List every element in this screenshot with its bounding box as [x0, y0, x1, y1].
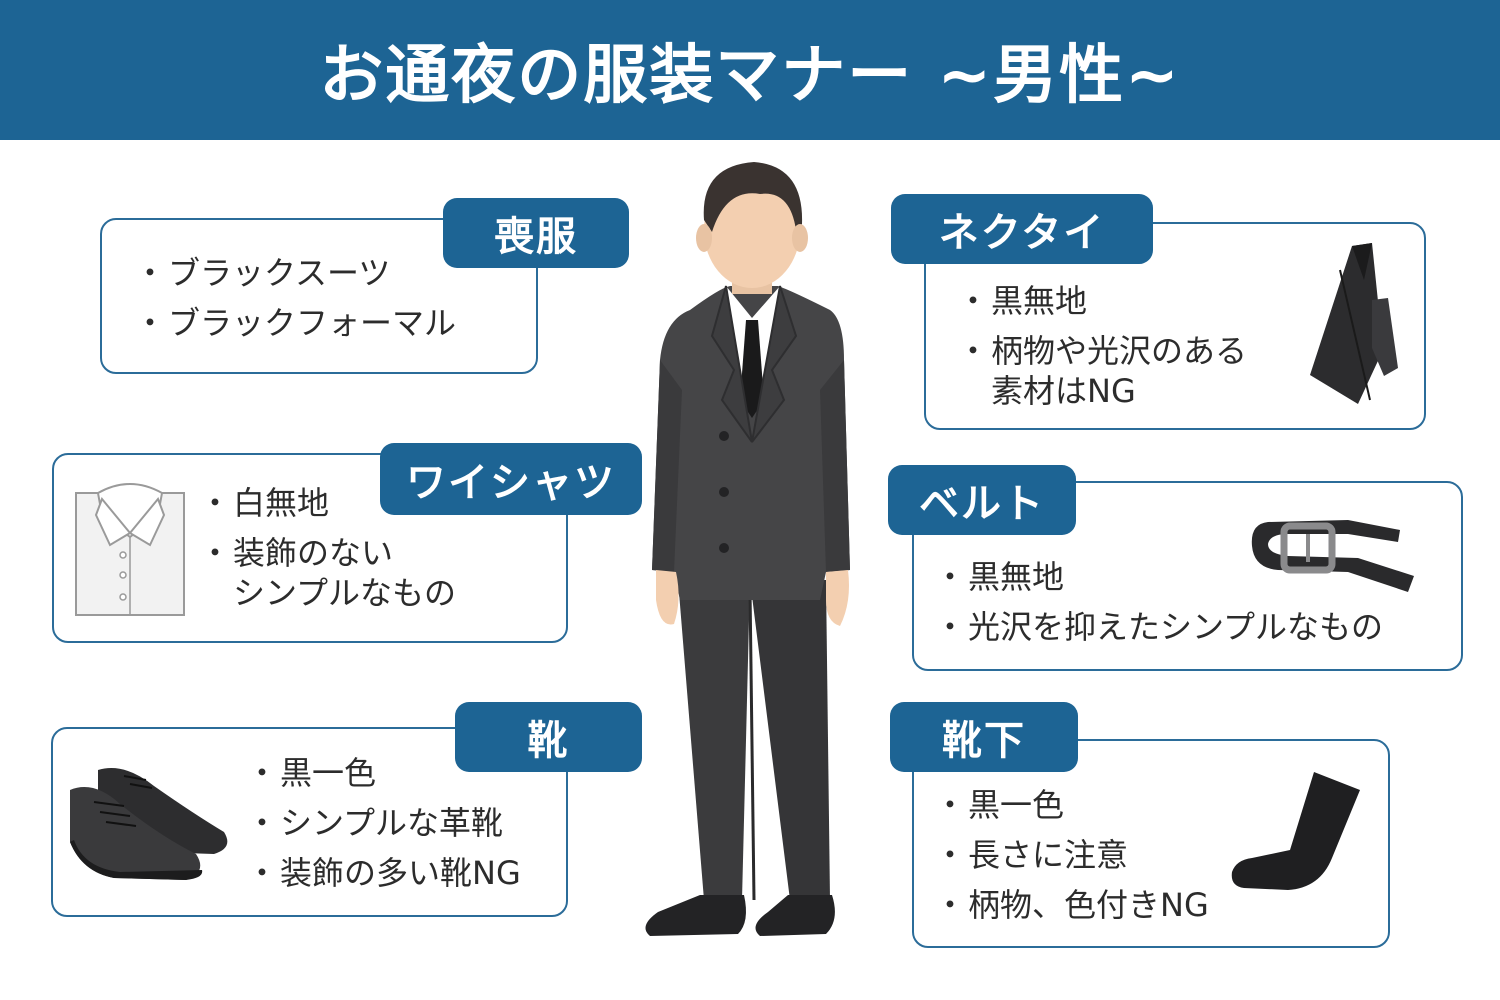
- list-item-line: 装飾のない: [233, 534, 394, 572]
- man-in-suit-illustration: [645, 162, 850, 936]
- necktie-icon: [1310, 243, 1398, 404]
- list-item: 柄物や光沢のある 素材はNG: [957, 331, 1248, 411]
- list-item-line: シンプルなもの: [233, 574, 457, 612]
- page-title: お通夜の服装マナー ~男性~: [319, 39, 1181, 113]
- list-item: ブラックフォーマル: [134, 298, 456, 348]
- socks-list: 黒一色 長さに注意 柄物、色付きNG: [934, 780, 1209, 930]
- shirt-list: 白無地 装飾のない シンプルなもの: [199, 478, 457, 618]
- shirt-icon: [75, 483, 185, 616]
- list-item-line: 素材はNG: [991, 372, 1136, 410]
- list-item: シンプルな革靴: [246, 798, 521, 848]
- mofuku-list: ブラックスーツ ブラックフォーマル: [134, 248, 456, 348]
- list-item: 光沢を抑えたシンプルなもの: [934, 602, 1383, 652]
- list-item-line: 柄物や光沢のある: [991, 332, 1248, 370]
- belt-list: 黒無地 光沢を抑えたシンプルなもの: [934, 552, 1383, 652]
- socks-tag: 靴下: [890, 702, 1078, 772]
- list-item: 黒無地: [934, 552, 1383, 602]
- list-item: 黒一色: [934, 780, 1209, 830]
- sock-icon: [1231, 772, 1360, 890]
- necktie-list: 黒無地 柄物や光沢のある 素材はNG: [957, 276, 1248, 416]
- list-item: 装飾のない シンプルなもの: [199, 533, 457, 613]
- list-item: 長さに注意: [934, 830, 1209, 880]
- shoes-icon: [70, 768, 228, 880]
- list-item: ブラックスーツ: [134, 248, 456, 298]
- list-item: 黒無地: [957, 276, 1247, 326]
- belt-icon: [1251, 520, 1414, 592]
- list-item: 装飾の多い靴NG: [246, 848, 521, 898]
- belt-tag: ベルト: [888, 465, 1076, 535]
- header-banner: お通夜の服装マナー ~男性~: [0, 0, 1500, 140]
- list-item: 柄物、色付きNG: [934, 880, 1209, 930]
- necktie-tag: ネクタイ: [891, 194, 1153, 264]
- shoes-list: 黒一色 シンプルな革靴 装飾の多い靴NG: [246, 748, 521, 898]
- list-item: 黒一色: [246, 748, 521, 798]
- mofuku-tag: 喪服: [443, 198, 629, 268]
- list-item: 白無地: [199, 478, 456, 528]
